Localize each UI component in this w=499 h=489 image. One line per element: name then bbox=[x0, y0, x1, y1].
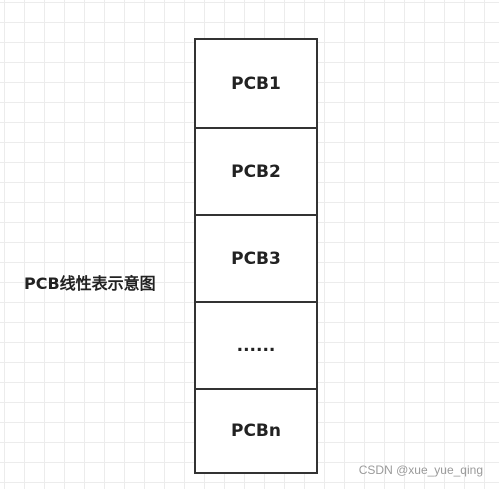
watermark: CSDN @xue_yue_qing bbox=[358, 463, 483, 477]
pcb-block-2: PCB2 bbox=[196, 127, 316, 214]
pcb-block-1: PCB1 bbox=[231, 73, 281, 94]
pcb-block-ellipsis: ...... bbox=[196, 301, 316, 388]
pcb-block-n: PCBn bbox=[196, 388, 316, 472]
diagram-caption: PCB线性表示意图 bbox=[24, 274, 156, 293]
pcb-linear-table: PCB1 PCB2 PCB3 ...... PCBn bbox=[194, 38, 318, 474]
pcb-block-3: PCB3 bbox=[196, 214, 316, 301]
